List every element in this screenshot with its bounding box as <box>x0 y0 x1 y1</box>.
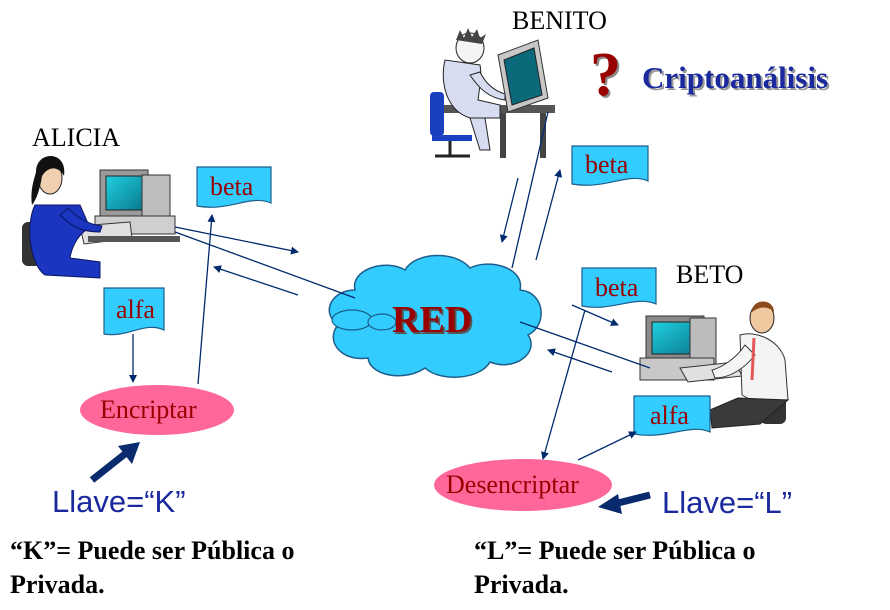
note-k-line1: “K”= Puede ser Pública o <box>10 536 295 565</box>
cryptanalysis-label: Criptoanálisis <box>642 60 829 95</box>
note-alfa-alicia <box>103 287 165 336</box>
alfa-beto-text: alfa <box>650 401 689 430</box>
beta-alicia-text: beta <box>210 172 254 201</box>
alicia-person-icon <box>22 155 180 279</box>
beta-benito-text: beta <box>585 150 629 179</box>
encrypt-ellipse <box>80 385 234 435</box>
alicia-label: ALICIA <box>32 123 121 152</box>
flow-arrows <box>129 111 651 461</box>
network-label: RED <box>392 299 473 341</box>
note-beta-benito <box>571 145 649 186</box>
note-beta-beto <box>581 267 657 308</box>
key-k-label: Llave=“K” <box>52 484 186 519</box>
benito-person-icon <box>430 28 555 158</box>
alfa-alicia-text: alfa <box>116 295 155 324</box>
beta-beto-text: beta <box>595 273 639 302</box>
thick-arrow-icon <box>89 442 140 483</box>
note-alfa-beto <box>633 395 711 436</box>
key-l-label: Llave=“L” <box>662 485 793 520</box>
question-mark-icon: ? <box>590 41 621 109</box>
beto-label: BETO <box>676 260 744 289</box>
note-l-line2: Privada. <box>474 570 569 599</box>
encrypt-label: Encriptar <box>100 395 197 424</box>
note-beta-alicia <box>196 166 272 208</box>
thick-arrow-icon <box>598 491 651 514</box>
decrypt-label: Desencriptar <box>446 470 579 499</box>
benito-label: BENITO <box>512 6 607 35</box>
note-k-line2: Privada. <box>10 570 105 599</box>
decrypt-ellipse <box>434 459 612 511</box>
beto-person-icon <box>639 301 790 429</box>
network-cloud-icon <box>328 254 542 378</box>
note-l-line1: “L”= Puede ser Pública o <box>474 536 756 565</box>
